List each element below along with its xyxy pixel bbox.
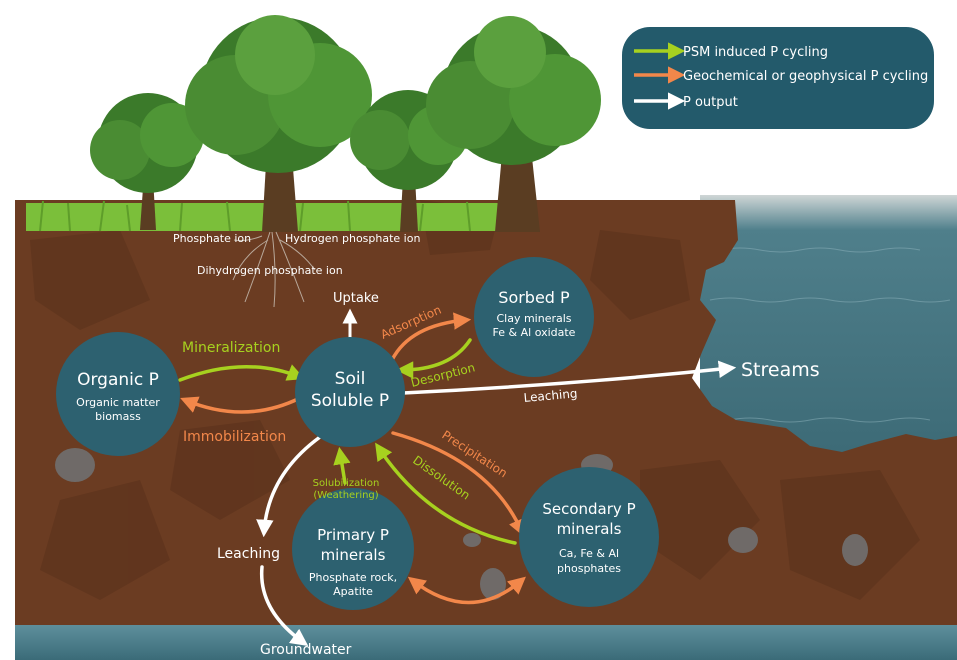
soil-soluble-p-pool: Soil Soluble P bbox=[295, 337, 405, 447]
secondary-p-line1: Ca, Fe & Al bbox=[559, 547, 619, 560]
primary-p-circle bbox=[292, 488, 414, 610]
solubilization-label: Solubilization bbox=[313, 478, 380, 489]
uptake-label: Uptake bbox=[333, 291, 379, 306]
dihydrogen-phosphate-ion-label: Dihydrogen phosphate ion bbox=[197, 264, 343, 277]
adsorption-arrow bbox=[390, 312, 472, 362]
dissolution-arrow bbox=[375, 442, 517, 545]
soil-texture bbox=[30, 200, 920, 600]
tree-icon bbox=[185, 15, 372, 232]
secondary-p-title2: minerals bbox=[557, 520, 622, 538]
tree-icon bbox=[426, 16, 601, 232]
primary-secondary-exchange-arrow bbox=[407, 576, 526, 605]
mineralization-arrow bbox=[178, 364, 305, 382]
secondary-p-title1: Secondary P bbox=[542, 500, 635, 518]
organic-p-pool: Organic P Organic matter biomass bbox=[56, 332, 180, 456]
secondary-p-line2: phosphates bbox=[557, 562, 621, 575]
groundwater-layer bbox=[15, 625, 957, 660]
soil-soluble-p-title2: Soluble P bbox=[311, 391, 389, 411]
legend-label-output: P output bbox=[683, 95, 738, 110]
precipitation-arrow bbox=[391, 431, 526, 537]
soil-soluble-p-circle bbox=[295, 337, 405, 447]
legend-label-geochemical: Geochemical or geophysical P cycling bbox=[683, 69, 928, 84]
solubilization-arrow bbox=[333, 446, 351, 485]
sorbed-p-line2: Fe & Al oxidate bbox=[493, 326, 576, 339]
organic-p-title: Organic P bbox=[77, 370, 159, 390]
root-icon bbox=[232, 231, 316, 308]
sorbed-p-title: Sorbed P bbox=[498, 288, 570, 307]
leaching-down-label: Leaching bbox=[217, 546, 280, 562]
sorbed-p-line1: Clay minerals bbox=[496, 312, 571, 325]
primary-p-title1: Primary P bbox=[317, 526, 389, 544]
tree-icon bbox=[90, 93, 204, 230]
organic-p-line1: Organic matter bbox=[76, 396, 160, 409]
weathering-label: (Weathering) bbox=[313, 490, 378, 501]
primary-p-line2: Apatite bbox=[333, 585, 373, 598]
grass-blades bbox=[39, 200, 508, 232]
groundwater-label: Groundwater bbox=[260, 642, 352, 658]
legend-box bbox=[622, 27, 934, 129]
sorbed-p-pool: Sorbed P Clay minerals Fe & Al oxidate bbox=[474, 257, 594, 377]
sorbed-p-circle bbox=[474, 257, 594, 377]
primary-p-title2: minerals bbox=[321, 546, 386, 564]
primary-p-minerals-pool: Primary P minerals Phosphate rock, Apati… bbox=[292, 488, 414, 610]
groundwater-arrow bbox=[259, 565, 309, 647]
leaching-down-arrow bbox=[256, 435, 322, 538]
leaching-streams-arrow bbox=[401, 360, 737, 395]
organic-p-line2: biomass bbox=[95, 410, 141, 423]
legend-label-psm: PSM induced P cycling bbox=[683, 45, 828, 60]
immobilization-label: Immobilization bbox=[183, 429, 286, 445]
secondary-p-minerals-pool: Secondary P minerals Ca, Fe & Al phospha… bbox=[519, 467, 659, 607]
soil-soluble-p-title1: Soil bbox=[335, 369, 366, 389]
legend: PSM induced P cycling Geochemical or geo… bbox=[622, 27, 934, 129]
immobilization-arrow bbox=[180, 396, 302, 414]
primary-p-line1: Phosphate rock, bbox=[309, 571, 397, 584]
phosphate-ion-label: Phosphate ion bbox=[173, 232, 251, 245]
streams-label: Streams bbox=[741, 359, 820, 381]
organic-p-circle bbox=[56, 332, 180, 456]
desorption-arrow bbox=[395, 338, 472, 379]
mineralization-label: Mineralization bbox=[182, 340, 280, 356]
leaching-streams-label: Leaching bbox=[523, 386, 578, 405]
secondary-p-circle bbox=[519, 467, 659, 607]
hydrogen-phosphate-ion-label: Hydrogen phosphate ion bbox=[285, 232, 420, 245]
